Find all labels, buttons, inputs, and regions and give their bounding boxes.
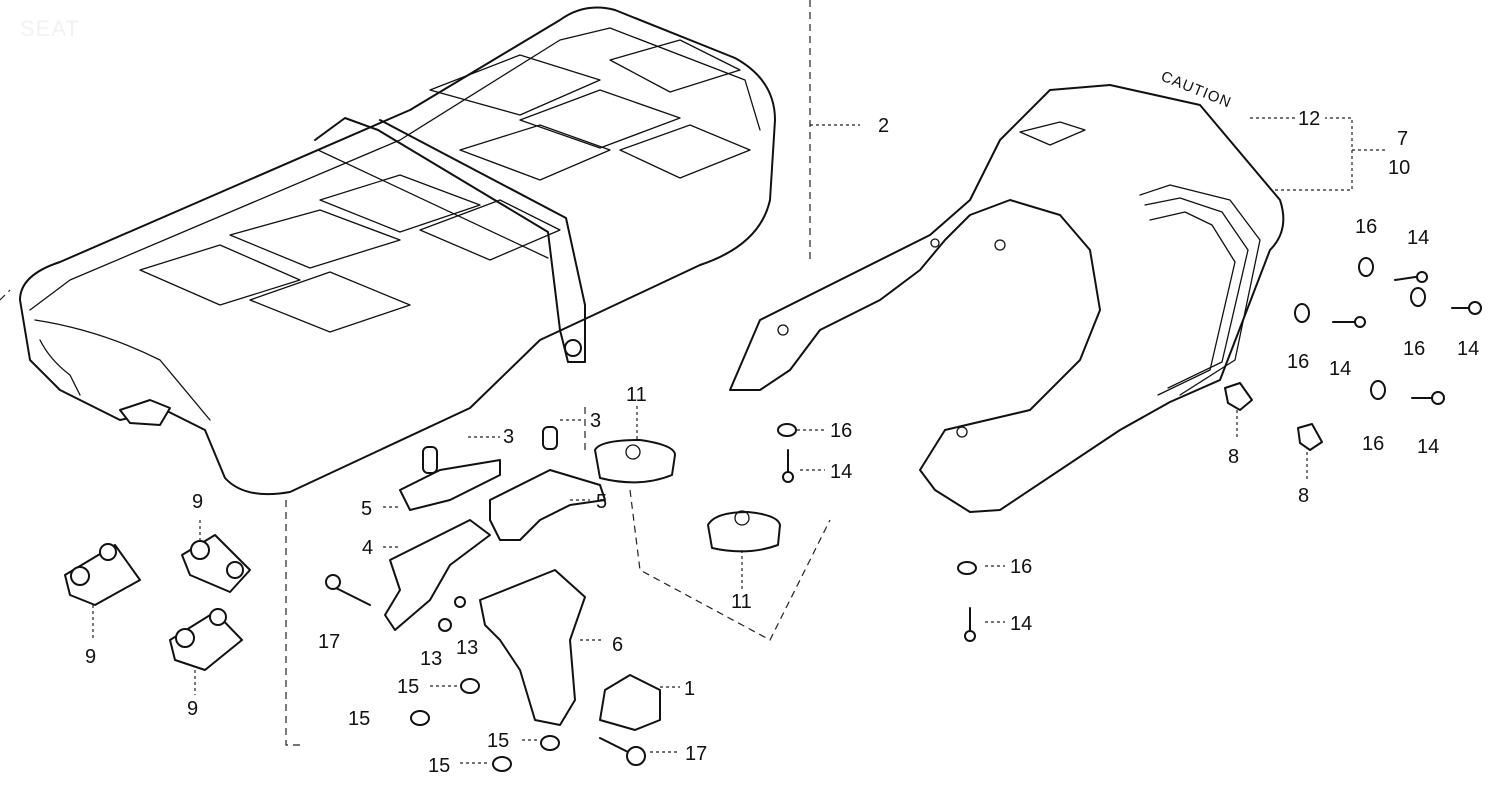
callout-3-b: 3 (590, 410, 601, 432)
callout-15-a: 15 (397, 676, 419, 698)
callout-16-e: 16 (830, 420, 852, 442)
callout-5-b: 5 (596, 491, 607, 513)
callout-13-b: 13 (456, 637, 478, 659)
callout-15-c: 15 (487, 730, 509, 752)
callout-9-c: 9 (187, 698, 198, 720)
seat-assembly (19, 6, 776, 496)
callout-16-a: 16 (1355, 216, 1377, 238)
callouts: 2 12 7 10 16 14 16 14 16 14 16 14 8 8 16… (85, 108, 1479, 777)
callout-13-a: 13 (420, 648, 442, 670)
callout-14-f: 14 (1010, 613, 1032, 635)
callout-8-b: 8 (1298, 485, 1309, 507)
seat-quilt-pattern (139, 39, 751, 333)
fasteners (410, 257, 1482, 772)
part-11-dampers (594, 439, 781, 553)
page-title: SEAT (20, 16, 80, 41)
callout-7: 7 (1397, 128, 1408, 150)
callout-11-b: 11 (731, 591, 752, 613)
callout-12: 12 (1298, 108, 1320, 130)
callout-14-c: 14 (1457, 338, 1479, 360)
callout-5-a: 5 (361, 498, 372, 520)
callout-10: 10 (1388, 157, 1410, 179)
callout-17-a: 17 (318, 631, 340, 653)
callout-15-d: 15 (428, 755, 450, 777)
callout-8-a: 8 (1228, 446, 1239, 468)
callout-17-b: 17 (685, 743, 707, 765)
callout-14-e: 14 (830, 461, 852, 483)
part-9-blocks (64, 534, 251, 671)
callout-9-b: 9 (85, 646, 96, 668)
leader-lines (92, 117, 1385, 764)
callout-2: 2 (878, 115, 889, 137)
callout-15-b: 15 (348, 708, 370, 730)
rear-cowl: CAUTION (729, 68, 1285, 513)
callout-16-c: 16 (1403, 338, 1425, 360)
callout-14-b: 14 (1329, 358, 1351, 380)
callout-14-d: 14 (1417, 436, 1439, 458)
callout-3-a: 3 (503, 426, 514, 448)
callout-9-a: 9 (192, 491, 203, 513)
callout-4: 4 (362, 537, 373, 559)
callout-16-f: 16 (1010, 556, 1032, 578)
callout-6: 6 (612, 634, 623, 656)
callout-14-a: 14 (1407, 227, 1429, 249)
callout-16-d: 16 (1362, 433, 1384, 455)
group-boundaries (0, 0, 831, 746)
callout-16-b: 16 (1287, 351, 1309, 373)
callout-11-a: 11 (626, 384, 647, 406)
seat-brackets (325, 426, 661, 766)
callout-1: 1 (684, 678, 695, 700)
